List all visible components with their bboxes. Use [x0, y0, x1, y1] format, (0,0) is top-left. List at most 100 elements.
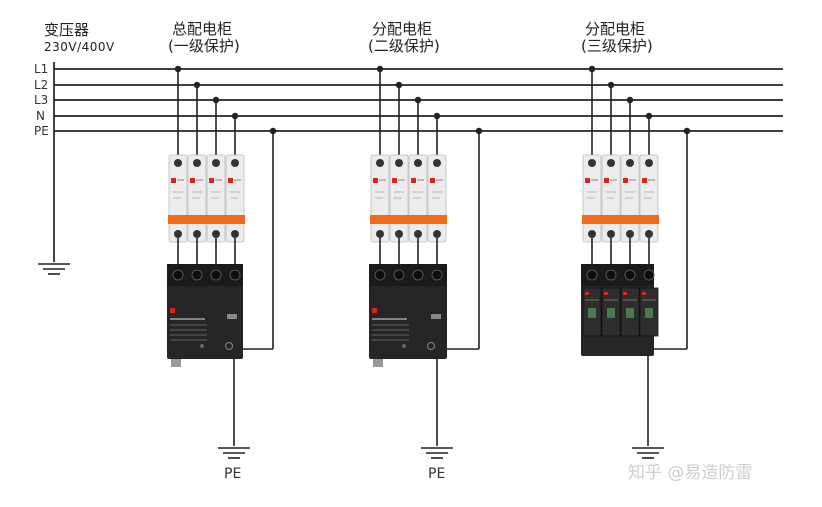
spd-top-terminal-block	[369, 264, 447, 286]
breaker-pole-body	[168, 154, 188, 243]
breaker-bottom-terminal	[645, 230, 653, 238]
breaker-top-terminal	[231, 159, 239, 167]
breaker-pole-body	[620, 154, 640, 243]
spd-top-terminal-block	[581, 264, 654, 286]
breaker-toggle-bar	[582, 215, 659, 224]
breaker-bottom-terminal	[231, 230, 239, 238]
breaker-brand-mark-icon	[585, 178, 590, 183]
spd-screw-icon	[200, 344, 204, 348]
breaker-pole-body	[206, 154, 226, 243]
spd-cert-mark-icon	[431, 314, 441, 319]
panel-3-subtitle: (三级保护)	[581, 37, 653, 55]
breaker-bottom-terminal	[414, 230, 422, 238]
breaker-bottom-terminal	[588, 230, 596, 238]
panel-2-subtitle: (二级保护)	[368, 37, 440, 55]
panel-1-subtitle: (一级保护)	[168, 37, 240, 55]
breaker-brand-mark-icon	[190, 178, 195, 183]
spd-terminal-icon	[393, 269, 405, 281]
breaker-top-terminal	[414, 159, 422, 167]
spd-status-window	[607, 308, 615, 318]
bus-label-n: N	[36, 109, 45, 123]
breaker-pole-body	[582, 154, 602, 243]
panel-3-title: 分配电柜	[585, 20, 646, 38]
pe-junction-dot	[683, 127, 691, 135]
panel-1-title: 总配电柜	[172, 20, 233, 38]
spd-brand-mark-icon	[585, 292, 589, 295]
spd-brand-mark-icon	[623, 292, 627, 295]
bus-label-l1: L1	[34, 62, 49, 76]
spd-status-window	[626, 308, 634, 318]
spd-ground-terminal-icon	[225, 342, 233, 350]
breaker-brand-mark-icon	[604, 178, 609, 183]
breaker-bottom-terminal	[212, 230, 220, 238]
breaker-brand-mark-icon	[430, 178, 435, 183]
breaker-toggle-bar	[168, 215, 245, 224]
spd-terminal-icon	[191, 269, 203, 281]
breaker-top-terminal	[376, 159, 384, 167]
breaker-bottom-terminal	[433, 230, 441, 238]
breaker-pole-body	[601, 154, 621, 243]
spd-top-terminal-block	[167, 264, 243, 286]
breaker-bottom-terminal	[395, 230, 403, 238]
spd-cert-mark-icon	[227, 314, 237, 319]
bus-label-l3: L3	[34, 93, 49, 107]
breaker-pole-body	[639, 154, 659, 243]
spd-terminal-icon	[586, 269, 598, 281]
breaker-bottom-terminal	[174, 230, 182, 238]
watermark: 知乎 @易造防雷	[628, 463, 753, 483]
breaker-top-terminal	[395, 159, 403, 167]
pe-junction-dot	[475, 127, 483, 135]
breaker-brand-mark-icon	[623, 178, 628, 183]
spd-foot-clip	[171, 359, 181, 367]
breaker-pole-body	[187, 154, 207, 243]
spd-brand-mark-icon	[604, 292, 608, 295]
transformer-rating: 230V/400V	[44, 40, 115, 54]
breaker-pole-body	[427, 154, 447, 243]
ground-icon	[218, 447, 250, 459]
spd-terminal-icon	[229, 269, 241, 281]
breaker-bottom-terminal	[626, 230, 634, 238]
spd-brand-mark-icon	[642, 292, 646, 295]
breaker-brand-mark-icon	[228, 178, 233, 183]
breaker-brand-mark-icon	[411, 178, 416, 183]
breaker-top-terminal	[588, 159, 596, 167]
breaker-top-terminal	[645, 159, 653, 167]
breaker-top-terminal	[433, 159, 441, 167]
breaker-bottom-terminal	[607, 230, 615, 238]
breaker-brand-mark-icon	[642, 178, 647, 183]
ground-label-1: PE	[224, 466, 242, 482]
breaker-brand-mark-icon	[209, 178, 214, 183]
breaker-toggle-bar	[370, 215, 447, 224]
pe-junction-dot	[269, 127, 277, 135]
breaker-pole-body	[389, 154, 409, 243]
spd-terminal-icon	[172, 269, 184, 281]
spd-terminal-icon	[624, 269, 636, 281]
breaker-pole-body	[408, 154, 428, 243]
panel-2-title: 分配电柜	[372, 20, 433, 38]
spd-status-window	[645, 308, 653, 318]
breaker-bottom-terminal	[193, 230, 201, 238]
spd-ground-terminal-icon	[427, 342, 435, 350]
bus-label-pe: PE	[34, 124, 49, 138]
spd-brand-mark-icon	[170, 308, 175, 313]
breaker-top-terminal	[626, 159, 634, 167]
ground-label-2: PE	[428, 466, 446, 482]
ground-icon	[632, 447, 664, 459]
breaker-top-terminal	[174, 159, 182, 167]
breaker-pole-body	[370, 154, 390, 243]
transformer-ground-icon	[38, 263, 70, 275]
breaker-pole-body	[225, 154, 245, 243]
spd-terminal-icon	[374, 269, 386, 281]
breaker-brand-mark-icon	[392, 178, 397, 183]
spd-terminal-icon	[412, 269, 424, 281]
spd-foot-clip	[373, 359, 383, 367]
spd-status-window	[588, 308, 596, 318]
breaker-brand-mark-icon	[171, 178, 176, 183]
breaker-bottom-terminal	[376, 230, 384, 238]
spd-terminal-icon	[210, 269, 222, 281]
spd-brand-mark-icon	[372, 308, 377, 313]
ground-icon	[421, 447, 453, 459]
breaker-top-terminal	[212, 159, 220, 167]
